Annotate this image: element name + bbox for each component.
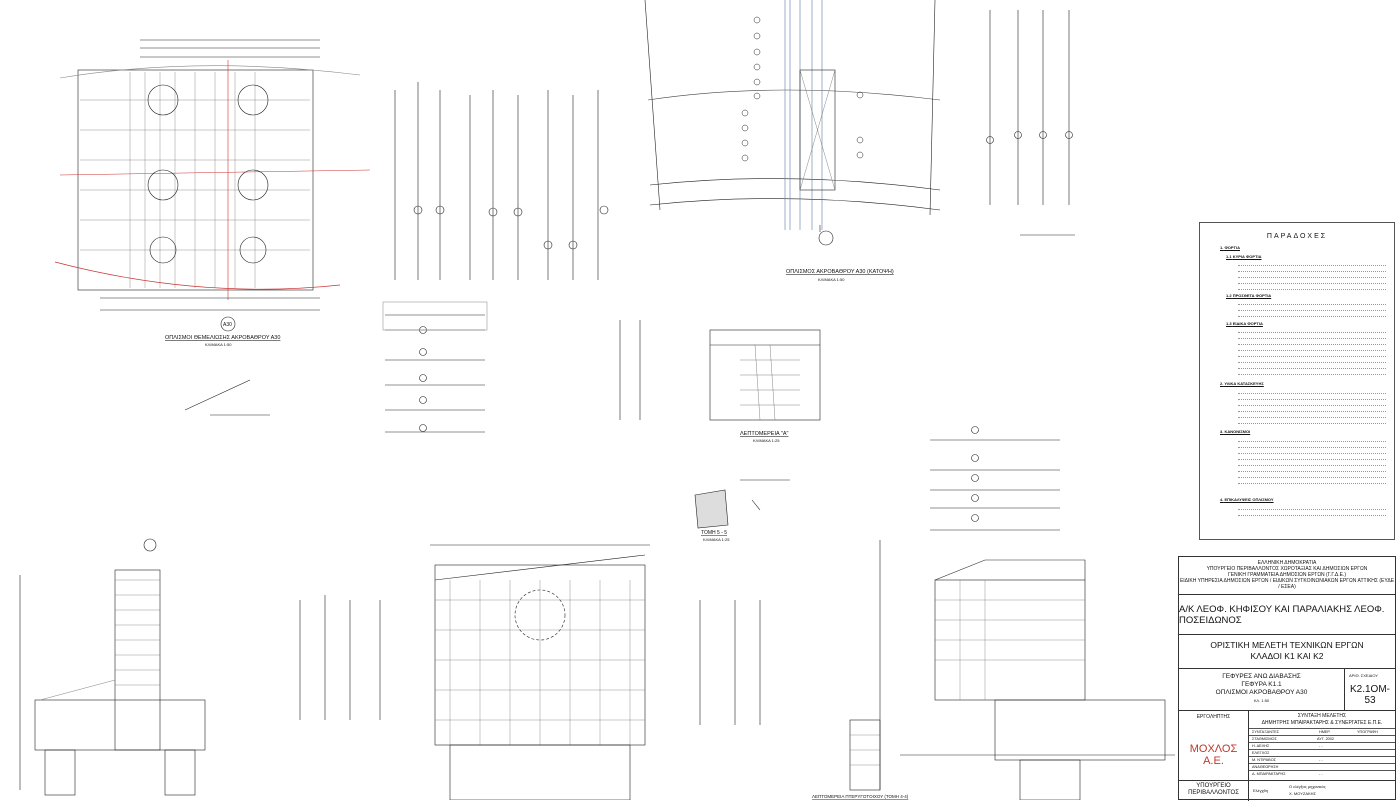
grid-row: ΑΝΑΘΕΩΡΗΣΗ xyxy=(1249,763,1395,771)
client-box: ΥΠΟΥΡΓΕΙΟ ΠΕΡΙΒΑΛΛΟΝΤΟΣ xyxy=(1179,781,1249,801)
top-view-title: ΟΠΛΙΣΜΟΣ ΑΚΡΟΒΑΘΡΟΥ Α30 (ΚΑΤΟΨΗ) xyxy=(786,269,894,275)
drawing-title: ΓΕΦΥΡΕΣ ΑΝΩ ΔΙΑΒΑΣΗΣ ΓΕΦΥΡΑ Κ1.1 ΟΠΛΙΣΜΟ… xyxy=(1179,669,1345,711)
study-line: ΚΛΑΔΟΙ Κ1 ΚΑΙ Κ2 xyxy=(1250,651,1324,661)
drawing-number: K2.1OM-53 xyxy=(1349,684,1390,706)
authority-line: ΓΕΝΙΚΗ ΓΡΑΜΜΑΤΕΙΑ ΔΗΜΟΣΙΩΝ ΕΡΓΩΝ (Γ.Γ.Δ.… xyxy=(1227,572,1347,578)
reviewer-box: Ελέγχθη Ο ελέγξας μηχανικός Χ. ΜΟΥΖΑΚΗΣ xyxy=(1249,781,1395,801)
client-line: ΠΕΡΙΒΑΛΛΟΝΤΟΣ xyxy=(1188,790,1239,796)
grid-row: ΕΛΕΓΧΟΣ xyxy=(1249,749,1395,757)
design-label: ΣΥΝΤΑΞΗ ΜΕΛΕΤΗΣ xyxy=(1297,713,1347,719)
section-5-5 xyxy=(694,479,790,529)
detail-a xyxy=(619,320,821,421)
section-5-title: ΤΟΜΗ 5 - 5 xyxy=(701,530,727,536)
authority-line: ΥΠΟΥΡΓΕΙΟ ΠΕΡΙΒΑΛΛΟΝΤΟΣ ΧΩΡΟΤΑΞΙΑΣ ΚΑΙ Δ… xyxy=(1206,566,1368,572)
signature-grid: ΣΥΝΤΑΞΑΝΤΕΣ ΗΜΕΡ. ΥΠΟΓΡΑΦΗ ΣΤΑΘΜΙΣΜΟΣ ΑΥ… xyxy=(1249,728,1395,780)
wing-detail-title: ΛΕΠΤΟΜΕΡΕΙΑ ΠΤΕΡΥΓΟΤΟΙΧΟΥ (ΤΟΜΗ 4-4) xyxy=(812,794,909,799)
detail-a-scale: ΚΛΙΜΑΚΑ 1:25 xyxy=(753,438,780,443)
study-line: ΟΡΙΣΤΙΚΗ ΜΕΛΕΤΗ ΤΕΧΝΙΚΩΝ ΕΡΓΩΝ xyxy=(1210,640,1364,650)
bar-list-mid-right xyxy=(930,426,1060,531)
design-box: ΣΥΝΤΑΞΗ ΜΕΛΕΤΗΣ ΔΗΜΗΤΡΗΣ ΜΠΑΙΡΑΚΤΑΡΗΣ & … xyxy=(1249,711,1395,781)
grid-row: Μ. ΝΤΙΡΑΒΟΣ - - xyxy=(1249,756,1395,764)
section-5-scale: ΚΛΙΜΑΚΑ 1:25 xyxy=(703,537,730,542)
abutment-top-view xyxy=(644,0,941,246)
grid-row: ΣΤΑΘΜΙΣΜΟΣ ΑΥΓ. 2002 xyxy=(1249,735,1395,743)
bar-schedule-bottom xyxy=(299,595,761,725)
study-title: ΟΡΙΣΤΙΚΗ ΜΕΛΕΤΗ ΤΕΧΝΙΚΩΝ ΕΡΓΩΝ ΚΛΑΔΟΙ Κ1… xyxy=(1179,635,1395,669)
foundation-plan xyxy=(54,39,371,416)
notes-title: ΠΑΡΑΔΟΧΕΣ xyxy=(1266,233,1328,240)
wing-wall-detail xyxy=(849,719,881,791)
drawing-number-box: ΑΡΙΘ. ΣΧΕΔΙΟΥ K2.1OM-53 xyxy=(1345,669,1395,711)
title-block: ΕΛΛΗΝΙΚΗ ΔΗΜΟΚΡΑΤΙΑ ΥΠΟΥΡΓΕΙΟ ΠΕΡΙΒΑΛΛΟΝ… xyxy=(1178,556,1396,801)
client-line: ΥΠΟΥΡΓΕΙΟ xyxy=(1196,783,1231,789)
abutment-tag: Α30 xyxy=(223,322,232,328)
abutment-section-right xyxy=(879,540,1175,800)
contractor-name: ΜΟΧΛΟΣ Α.Ε. xyxy=(1189,743,1238,767)
grid-row: Η. ΔΕΛΗΣ - - xyxy=(1249,742,1395,750)
notes-section-materials: 2. ΥΛΙΚΑ ΚΑΤΑΣΚΕΥΗΣ xyxy=(1220,381,1264,386)
project-title: Α/Κ ΛΕΟΦ. ΚΗΦΙΣΟΥ ΚΑΙ ΠΑΡΑΛΙΑΚΗΣ ΛΕΟΦ. Π… xyxy=(1179,595,1395,635)
grid-header-row: ΣΥΝΤΑΞΑΝΤΕΣ ΗΜΕΡ. ΥΠΟΓΡΑΦΗ xyxy=(1249,728,1395,736)
drawing-line: ΟΠΛΙΣΜΟΙ ΑΚΡΟΒΑΘΡΟΥ Α30 xyxy=(1215,689,1308,696)
wall-elevation xyxy=(430,544,650,800)
notes-section-loads: 1. ΦΟΡΤΙΑ xyxy=(1220,245,1240,250)
drawing-scale: ΚΛ. 1:50 xyxy=(1253,698,1270,703)
authority-header: ΕΛΛΗΝΙΚΗ ΔΗΜΟΚΡΑΤΙΑ ΥΠΟΥΡΓΕΙΟ ΠΕΡΙΒΑΛΛΟΝ… xyxy=(1179,557,1395,595)
reviewer-line: Ο ελέγξας μηχανικός xyxy=(1289,784,1326,789)
drawing-line: ΓΕΦΥΡΑ Κ1.1 xyxy=(1241,681,1282,688)
notes-section-codes: 3. ΚΑΝΟΝΙΣΜΟΙ xyxy=(1220,429,1251,434)
foundation-title: ΟΠΛΙΣΜΟΙ ΘΕΜΕΛΙΩΣΗΣ ΑΚΡΟΒΑΘΡΟΥ Α30 xyxy=(165,335,280,341)
notes-section-cover: 4. ΕΠΙΚΑΛΥΨΕΙΣ ΟΠΛΙΣΜΟΥ xyxy=(1220,497,1274,502)
bar-schedule-horizontal xyxy=(382,301,488,433)
notes-section-special-loads: 1.3 ΕΙΔΙΚΑ ΦΟΡΤΙΑ xyxy=(1226,321,1263,326)
drawing-line: ΓΕΦΥΡΕΣ ΑΝΩ ΔΙΑΒΑΣΗΣ xyxy=(1222,673,1301,680)
detail-a-title: ΛΕΠΤΟΜΕΡΕΙΑ "Α" xyxy=(740,431,788,437)
bar-schedule-vertical xyxy=(394,82,609,280)
notes-section-main-loads: 1.1 ΚΥΡΙΑ ΦΟΡΤΙΑ xyxy=(1226,254,1262,259)
foundation-scale: ΚΛΙΜΑΚΑ 1:50 xyxy=(205,342,232,347)
notes-section-additional-loads: 1.2 ΠΡΟΣΘΕΤΑ ΦΟΡΤΙΑ xyxy=(1226,293,1272,298)
reviewer-role: Ελέγχθη xyxy=(1253,788,1268,793)
design-firm: ΔΗΜΗΤΡΗΣ ΜΠΑΙΡΑΚΤΑΡΗΣ & ΣΥΝΕΡΓΑΤΕΣ Ε.Π.Ε… xyxy=(1261,720,1383,726)
authority-line: ΕΛΛΗΝΙΚΗ ΔΗΜΟΚΡΑΤΙΑ xyxy=(1257,560,1317,566)
grid-row: Δ. ΜΠΑΙΡΑΚΤΑΡΗΣ - - xyxy=(1249,770,1395,778)
abutment-section-left xyxy=(19,538,206,796)
top-view-scale: ΚΛΙΜΑΚΑ 1:50 xyxy=(818,277,845,282)
design-assumptions-panel: ΠΑΡΑΔΟΧΕΣ 1. ΦΟΡΤΙΑ 1.1 ΚΥΡΙΑ ΦΟΡΤΙΑ 1.2… xyxy=(1199,222,1395,540)
bar-schedule-right xyxy=(986,10,1075,236)
contractor-label: ΕΡΓΟΛΗΠΤΗΣ xyxy=(1196,714,1231,720)
reviewer-name: Χ. ΜΟΥΖΑΚΗΣ xyxy=(1289,791,1317,796)
drawing-number-label: ΑΡΙΘ. ΣΧΕΔΙΟΥ xyxy=(1349,673,1379,678)
authority-line: ΕΙΔΙΚΗ ΥΠΗΡΕΣΙΑ ΔΗΜΟΣΙΩΝ ΕΡΓΩΝ / ΕΙΔΙΚΩΝ… xyxy=(1179,578,1395,590)
contractor-box: ΕΡΓΟΛΗΠΤΗΣ ΜΟΧΛΟΣ Α.Ε. xyxy=(1179,711,1249,781)
